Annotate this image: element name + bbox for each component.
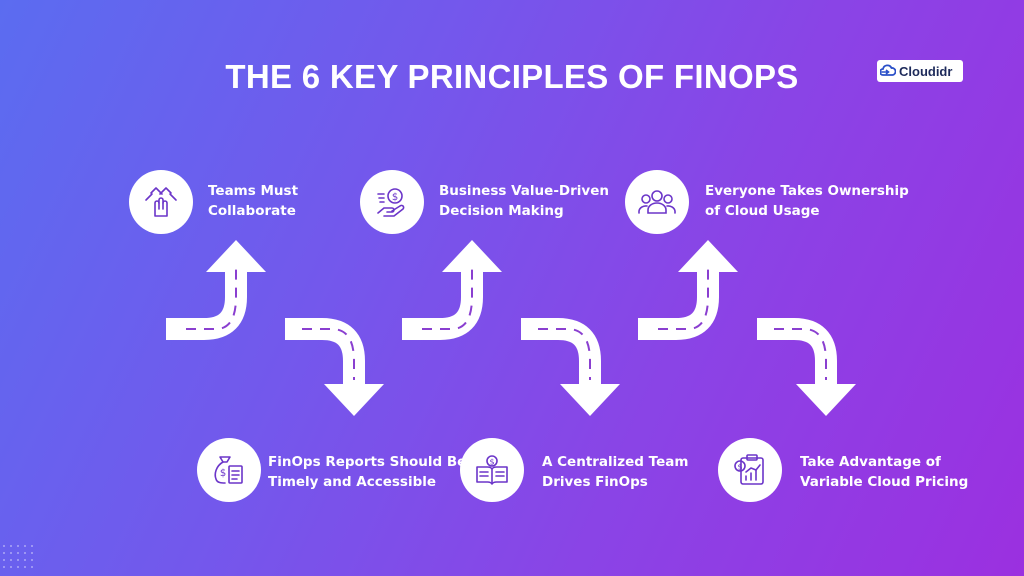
principle-2-line1: Business Value-Driven	[439, 183, 609, 199]
page-title: THE 6 KEY PRINCIPLES OF FINOPS	[225, 58, 799, 95]
principle-6-line2: Variable Cloud Pricing	[800, 474, 969, 490]
arrow-down-3	[757, 329, 856, 416]
svg-text:$: $	[489, 458, 494, 467]
arrow-up-2	[402, 240, 502, 329]
svg-text:$: $	[737, 463, 742, 472]
arrow-up-3	[638, 240, 738, 329]
arrow-down-1	[285, 329, 384, 416]
svg-text:$: $	[220, 468, 226, 479]
principle-4-icon-circle: $	[197, 438, 261, 502]
principle-2-label: Business Value-Driven Decision Making	[439, 181, 609, 221]
principle-5-icon-circle: $	[460, 438, 524, 502]
principle-5-label: A Centralized Team Drives FinOps	[542, 452, 688, 492]
principle-6-label: Take Advantage of Variable Cloud Pricing	[800, 452, 968, 492]
money-report-icon: $	[214, 456, 243, 484]
principle-4-label: FinOps Reports Should Be Timely and Acce…	[268, 452, 466, 492]
svg-text:$: $	[392, 192, 398, 203]
brand-name: Cloudidr	[899, 63, 953, 79]
arrow-up-1	[166, 240, 266, 329]
principle-6-line1: Take Advantage of	[800, 454, 941, 470]
principle-3-label: Everyone Takes Ownership of Cloud Usage	[705, 181, 909, 221]
dollar-book-icon: $	[476, 455, 508, 485]
hands-together-icon	[145, 187, 177, 217]
principle-6-icon-circle: $	[718, 438, 782, 502]
principle-1-label: Teams Must Collaborate	[208, 181, 298, 221]
principle-5-line1: A Centralized Team	[542, 454, 689, 470]
principle-4-line2: Timely and Accessible	[268, 474, 437, 490]
principle-1-icon-circle	[129, 170, 193, 234]
principle-2-icon-circle: $	[360, 170, 424, 234]
principle-3-icon-circle	[625, 170, 689, 234]
hand-coin-icon: $	[377, 188, 405, 217]
cloud-arrow-icon	[880, 64, 896, 76]
principle-1-line1: Teams Must	[208, 183, 299, 199]
team-icon	[638, 190, 676, 214]
decorative-dot-grid	[3, 545, 33, 568]
principle-3-line2: of Cloud Usage	[705, 203, 820, 219]
principle-2-line2: Decision Making	[439, 203, 564, 219]
principle-5-line2: Drives FinOps	[542, 474, 648, 490]
pricing-clipboard-icon: $	[734, 454, 764, 485]
principle-1-line2: Collaborate	[208, 203, 296, 219]
brand-logo: Cloudidr	[877, 60, 963, 82]
principle-3-line1: Everyone Takes Ownership	[705, 183, 909, 199]
principle-4-line1: FinOps Reports Should Be	[268, 454, 467, 470]
arrow-down-2	[521, 329, 620, 416]
